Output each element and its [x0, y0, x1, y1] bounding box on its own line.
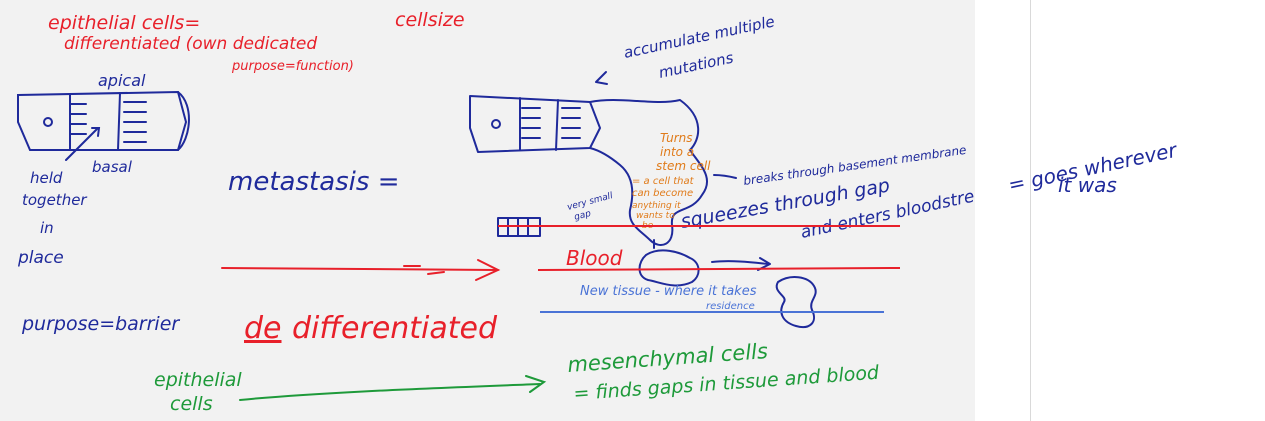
purpose-barrier-label: purpose=barrier [21, 313, 180, 335]
together-label: together [22, 191, 87, 209]
epithelial-to-mesenchymal-arrow [239, 375, 547, 401]
stem-note-line1: = a cell that [632, 176, 695, 187]
epithelial-bottom-line1: epithelial [154, 369, 242, 391]
blood-vessel-lines [498, 225, 901, 271]
apical-label: apical [98, 71, 146, 90]
metastasis-label: metastasis = [228, 167, 400, 197]
blood-label: Blood [566, 246, 623, 270]
dedifferentiated-word: differentiated [292, 311, 498, 346]
stem-note-line4: wants to [636, 211, 675, 221]
basal-label: basal [92, 158, 133, 176]
right-margin-area [975, 0, 1265, 421]
epithelial-note-line3: purpose=function) [231, 59, 354, 74]
metastasis-cell-sketch [469, 71, 817, 328]
cellsize-note: cellsize [395, 9, 465, 31]
residence-note: residence [706, 301, 755, 312]
epithelial-cells-sketch [17, 90, 190, 161]
margin-divider [1030, 0, 1031, 421]
handwritten-diagram: epithelial cells= differentiated (own de… [17, 9, 975, 415]
epithelial-note-line2: differentiated (own dedicated [64, 34, 317, 54]
in-label: in [40, 219, 54, 237]
turns-note-line2: into a [660, 145, 694, 159]
new-tissue-note: New tissue - where it takes [580, 284, 757, 299]
stem-note-line3: anything it [632, 201, 681, 211]
turns-note-line1: Turns [660, 131, 693, 145]
accumulate-note-line2: mutations [657, 49, 735, 82]
very-small-gap-label: very small [566, 191, 614, 213]
epithelial-bottom-line2: cells [170, 393, 213, 415]
dedifferentiation-arrow [221, 259, 501, 281]
epithelial-note-line1: epithelial cells= [48, 12, 200, 34]
stem-note-line2: can become [632, 188, 693, 199]
dedifferentiated-prefix: de [244, 311, 282, 346]
gap-word-label: gap [573, 209, 592, 223]
note-canvas[interactable] [0, 0, 975, 421]
turns-note-line3: stem cell [656, 159, 711, 173]
held-label: held [30, 169, 63, 187]
place-label: place [17, 248, 64, 268]
